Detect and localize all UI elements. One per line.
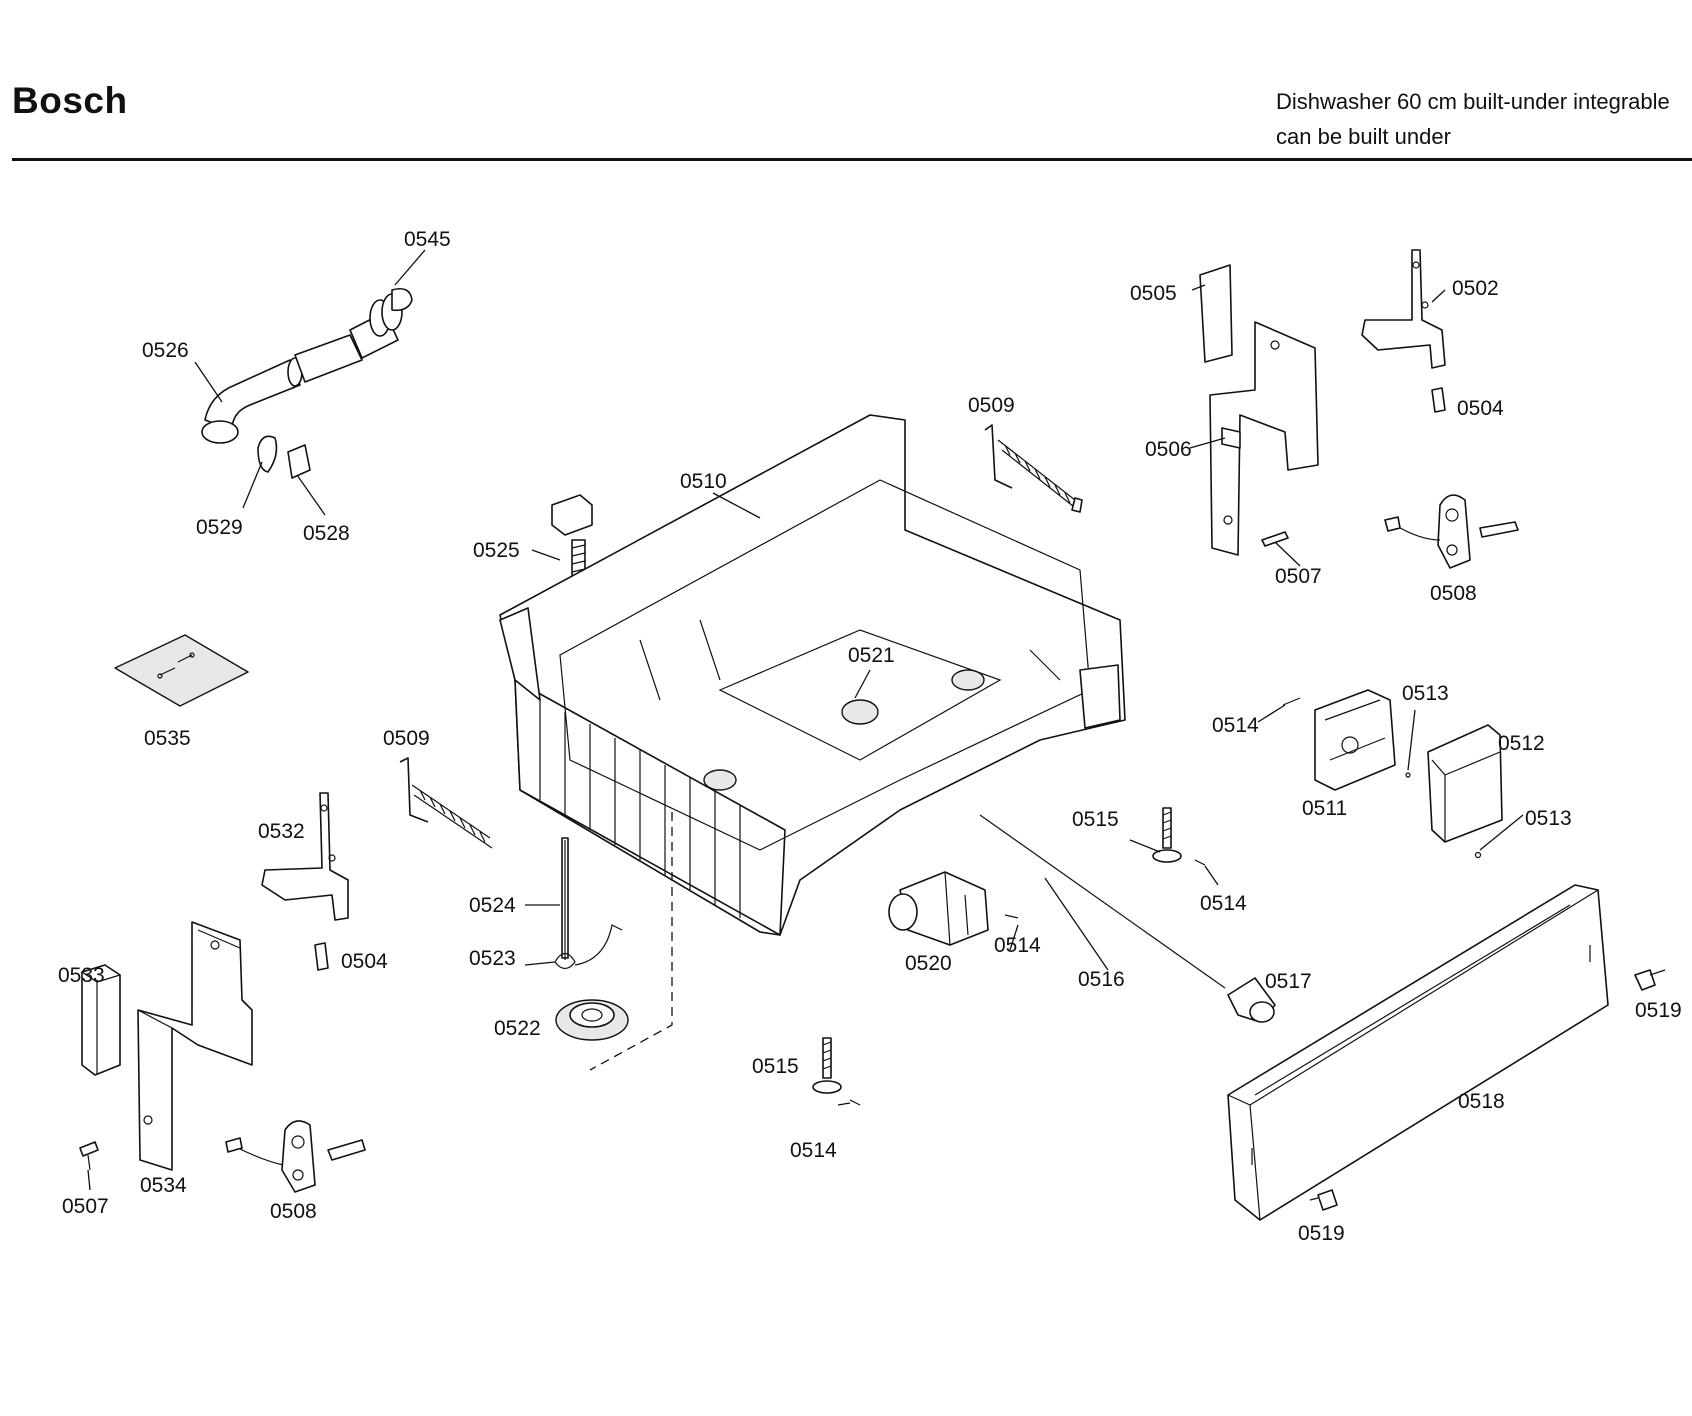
label-0533: 0533	[58, 964, 105, 987]
label-0514-b: 0514	[1200, 892, 1247, 915]
label-0524: 0524	[469, 894, 516, 917]
control-housing-drawing	[1282, 689, 1396, 791]
label-0518: 0518	[1458, 1090, 1505, 1113]
label-0514-c: 0514	[994, 934, 1041, 957]
brand-title: Bosch	[12, 80, 128, 121]
label-0508-right: 0508	[1430, 582, 1477, 605]
model-description-line2: can be built under	[1276, 124, 1451, 149]
label-0515-right: 0515	[1072, 808, 1119, 831]
label-0509-front: 0509	[383, 727, 430, 750]
label-0507-left: 0507	[62, 1195, 109, 1218]
label-0517: 0517	[1265, 970, 1312, 993]
part-number-labels: 0545 0526 0529 0528 0505 0502 0504 0506 …	[58, 228, 1682, 1245]
left-side-bracket-drawing	[137, 921, 253, 1171]
door-spring-front-drawing	[399, 757, 493, 849]
label-0504-left: 0504	[341, 950, 388, 973]
label-0532: 0532	[258, 820, 305, 843]
header-rule	[12, 158, 1692, 161]
label-0511: 0511	[1302, 797, 1347, 820]
base-pan-drawing	[499, 414, 1126, 936]
adjustable-foot-front-right-drawing	[1152, 807, 1206, 866]
label-0525: 0525	[473, 539, 520, 562]
label-0507-right: 0507	[1275, 565, 1322, 588]
screw-left-drawing	[79, 1141, 99, 1171]
hinge-left-drawing	[225, 1120, 366, 1193]
label-0522: 0522	[494, 1017, 541, 1040]
left-cover-drawing	[81, 964, 121, 1076]
label-0504-right: 0504	[1457, 397, 1504, 420]
inlet-valve-drawing	[888, 871, 1019, 946]
label-0508-left: 0508	[270, 1200, 317, 1223]
label-0520: 0520	[905, 952, 952, 975]
label-0534: 0534	[140, 1174, 187, 1197]
hinge-right-drawing	[1384, 494, 1519, 569]
label-0514-a: 0514	[1212, 714, 1259, 737]
pump-assembly-dashed-line	[589, 812, 673, 1071]
label-0513-b: 0513	[1525, 807, 1572, 830]
label-0521: 0521	[848, 644, 895, 667]
label-0519-bottom: 0519	[1298, 1222, 1345, 1245]
control-cover-drawing	[1405, 724, 1503, 859]
label-0509-rear: 0509	[968, 394, 1015, 417]
hinge-bracket-left-drawing	[261, 792, 349, 971]
label-0506: 0506	[1145, 438, 1192, 461]
label-0523: 0523	[469, 947, 516, 970]
leader-lines	[87, 249, 1524, 1191]
label-0513-a: 0513	[1402, 682, 1449, 705]
pump-sensor-drawing	[554, 837, 629, 1041]
drain-hose-drawing	[201, 287, 413, 444]
label-0516: 0516	[1078, 968, 1125, 991]
adjustable-foot-front-left-drawing	[812, 1037, 861, 1106]
label-0526: 0526	[142, 339, 189, 362]
hose-clamp-drawing	[257, 435, 311, 479]
label-0514-d: 0514	[790, 1139, 837, 1162]
actuator-rod-drawing	[979, 814, 1276, 1023]
model-description: Dishwasher 60 cm built-under integrable …	[1276, 84, 1676, 154]
label-0519-right: 0519	[1635, 999, 1682, 1022]
label-0529: 0529	[196, 516, 243, 539]
label-0505: 0505	[1130, 282, 1177, 305]
model-description-line1: Dishwasher 60 cm built-under integrable	[1276, 89, 1670, 114]
label-0502: 0502	[1452, 277, 1499, 300]
front-kick-plate-drawing	[1227, 884, 1609, 1221]
right-bracket-drawing	[1199, 264, 1319, 556]
label-0528: 0528	[303, 522, 350, 545]
door-spring-rear-drawing	[984, 424, 1083, 513]
label-0545: 0545	[404, 228, 451, 251]
label-0512: 0512	[1498, 732, 1545, 755]
label-0535: 0535	[144, 727, 191, 750]
screw-right-drawing	[1634, 969, 1666, 991]
screw-bottom-drawing	[1309, 1189, 1338, 1211]
label-0515-left: 0515	[752, 1055, 799, 1078]
hinge-bracket-right-drawing	[1361, 249, 1446, 413]
label-0510: 0510	[680, 470, 727, 493]
hardware-bag-drawing	[114, 634, 249, 707]
